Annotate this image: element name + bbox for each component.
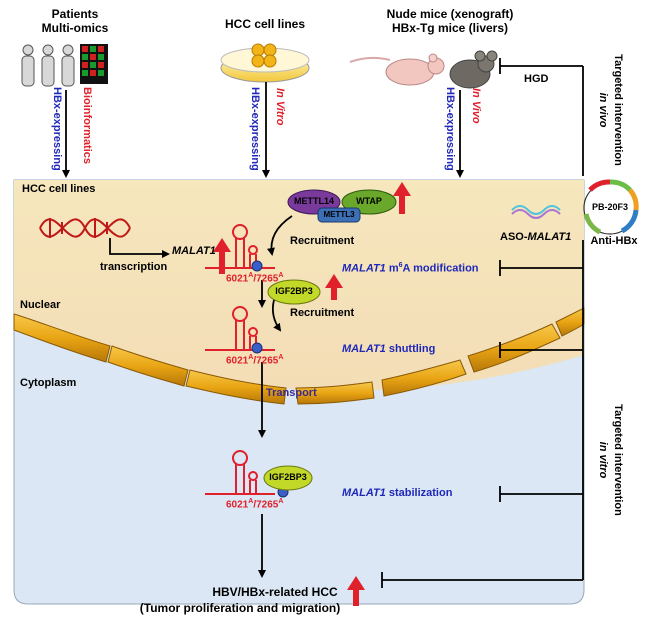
igf2bp3-protein-2 xyxy=(263,465,313,491)
in-vitro-italic-label: in vitro xyxy=(597,441,609,479)
petri-dish-icon xyxy=(220,43,310,83)
up-arrow-icon xyxy=(347,576,365,606)
anti-hbx-label: Anti-HBx xyxy=(590,235,638,247)
up-arrow-icon xyxy=(325,274,343,300)
m6a-site-icon xyxy=(251,260,263,272)
hcc-cell-lines-title: HCC cell lines xyxy=(224,17,306,31)
malat1-rna-2 xyxy=(205,306,275,351)
site-label-3: 6021A/7265A xyxy=(226,498,284,511)
nude-mice-label: Nude mice (xenograft) xyxy=(386,7,514,21)
hbx-expressing-label-2: HBx-expressing xyxy=(249,87,261,171)
hbx-tg-mice-label: HBx-Tg mice (livers) xyxy=(391,21,509,35)
patients-label: Patients xyxy=(51,7,99,21)
nuclear-label: Nuclear xyxy=(20,299,61,311)
in-vivo-italic-label: in vivo xyxy=(597,92,609,128)
mettl3-protein xyxy=(317,207,361,223)
plasmid-icon xyxy=(583,179,639,235)
bioinformatics-label: Bioinformatics xyxy=(81,87,93,165)
cell-hcc-label: HCC cell lines xyxy=(22,183,96,195)
mettl14-label: METTL14 xyxy=(293,196,334,206)
targeted-in-vivo-label: Targeted intervention xyxy=(612,54,624,166)
m6a-site-icon xyxy=(251,342,263,354)
intervention-lines xyxy=(381,58,584,588)
step-shuttling: MALAT1 shuttling xyxy=(342,343,436,355)
outcome-line-1: HBV/HBx-related HCC xyxy=(212,585,338,599)
hgd-label: HGD xyxy=(524,73,549,85)
nuclear-envelope xyxy=(13,307,585,405)
upregulation-arrows xyxy=(213,182,411,606)
nude-mouse-icon xyxy=(349,53,445,86)
plasmid-label: PB-20F3 xyxy=(591,202,628,212)
tg-mouse-icon xyxy=(449,50,498,89)
multiomics-label: Multi-omics xyxy=(41,21,109,35)
in-vitro-label: In Vitro xyxy=(274,88,286,126)
aso-malat1-label: ASO-MALAT1 xyxy=(500,231,572,243)
transport-label: Transport xyxy=(266,387,317,399)
dna-icon xyxy=(39,218,131,238)
site-label-1: 6021A/7265A xyxy=(226,272,284,285)
hbx-expressing-label-3: HBx-expressing xyxy=(444,87,456,171)
wtap-label: WTAP xyxy=(356,196,382,206)
transcription-label: transcription xyxy=(100,261,168,273)
malat1-label: MALAT1 xyxy=(172,245,216,257)
cytoplasm-label: Cytoplasm xyxy=(20,377,77,389)
outcome-line-2: (Tumor proliferation and migration) xyxy=(139,601,341,615)
site-label-2: 6021A/7265A xyxy=(226,354,284,367)
recruitment-label-2: Recruitment xyxy=(290,307,355,319)
malat1-rna-3 xyxy=(205,450,275,495)
patients-icon xyxy=(21,44,75,87)
recruitment-label-1: Recruitment xyxy=(290,235,355,247)
step-m6a-modification: MALAT1 m6A modification xyxy=(342,262,479,275)
aso-icon xyxy=(511,205,561,219)
targeted-in-vitro-label: Targeted intervention xyxy=(612,404,624,516)
top-arrows xyxy=(62,82,464,178)
hbx-expressing-label-1: HBx-expressing xyxy=(51,87,63,171)
igf2bp3-protein-1 xyxy=(267,279,321,305)
heatmap-icon xyxy=(80,44,108,84)
mettl3-label: METTL3 xyxy=(323,210,355,219)
transcription-arrow xyxy=(109,238,170,258)
up-arrow-icon xyxy=(393,182,411,214)
flow-arrows xyxy=(258,215,293,578)
in-vivo-label: In Vivo xyxy=(470,88,482,124)
up-arrow-icon xyxy=(213,238,231,274)
malat1-rna-1 xyxy=(205,224,275,269)
igf2bp3-label-2: IGF2BP3 xyxy=(269,472,307,482)
step-stabilization: MALAT1 stabilization xyxy=(342,487,453,499)
igf2bp3-label-1: IGF2BP3 xyxy=(275,286,313,296)
